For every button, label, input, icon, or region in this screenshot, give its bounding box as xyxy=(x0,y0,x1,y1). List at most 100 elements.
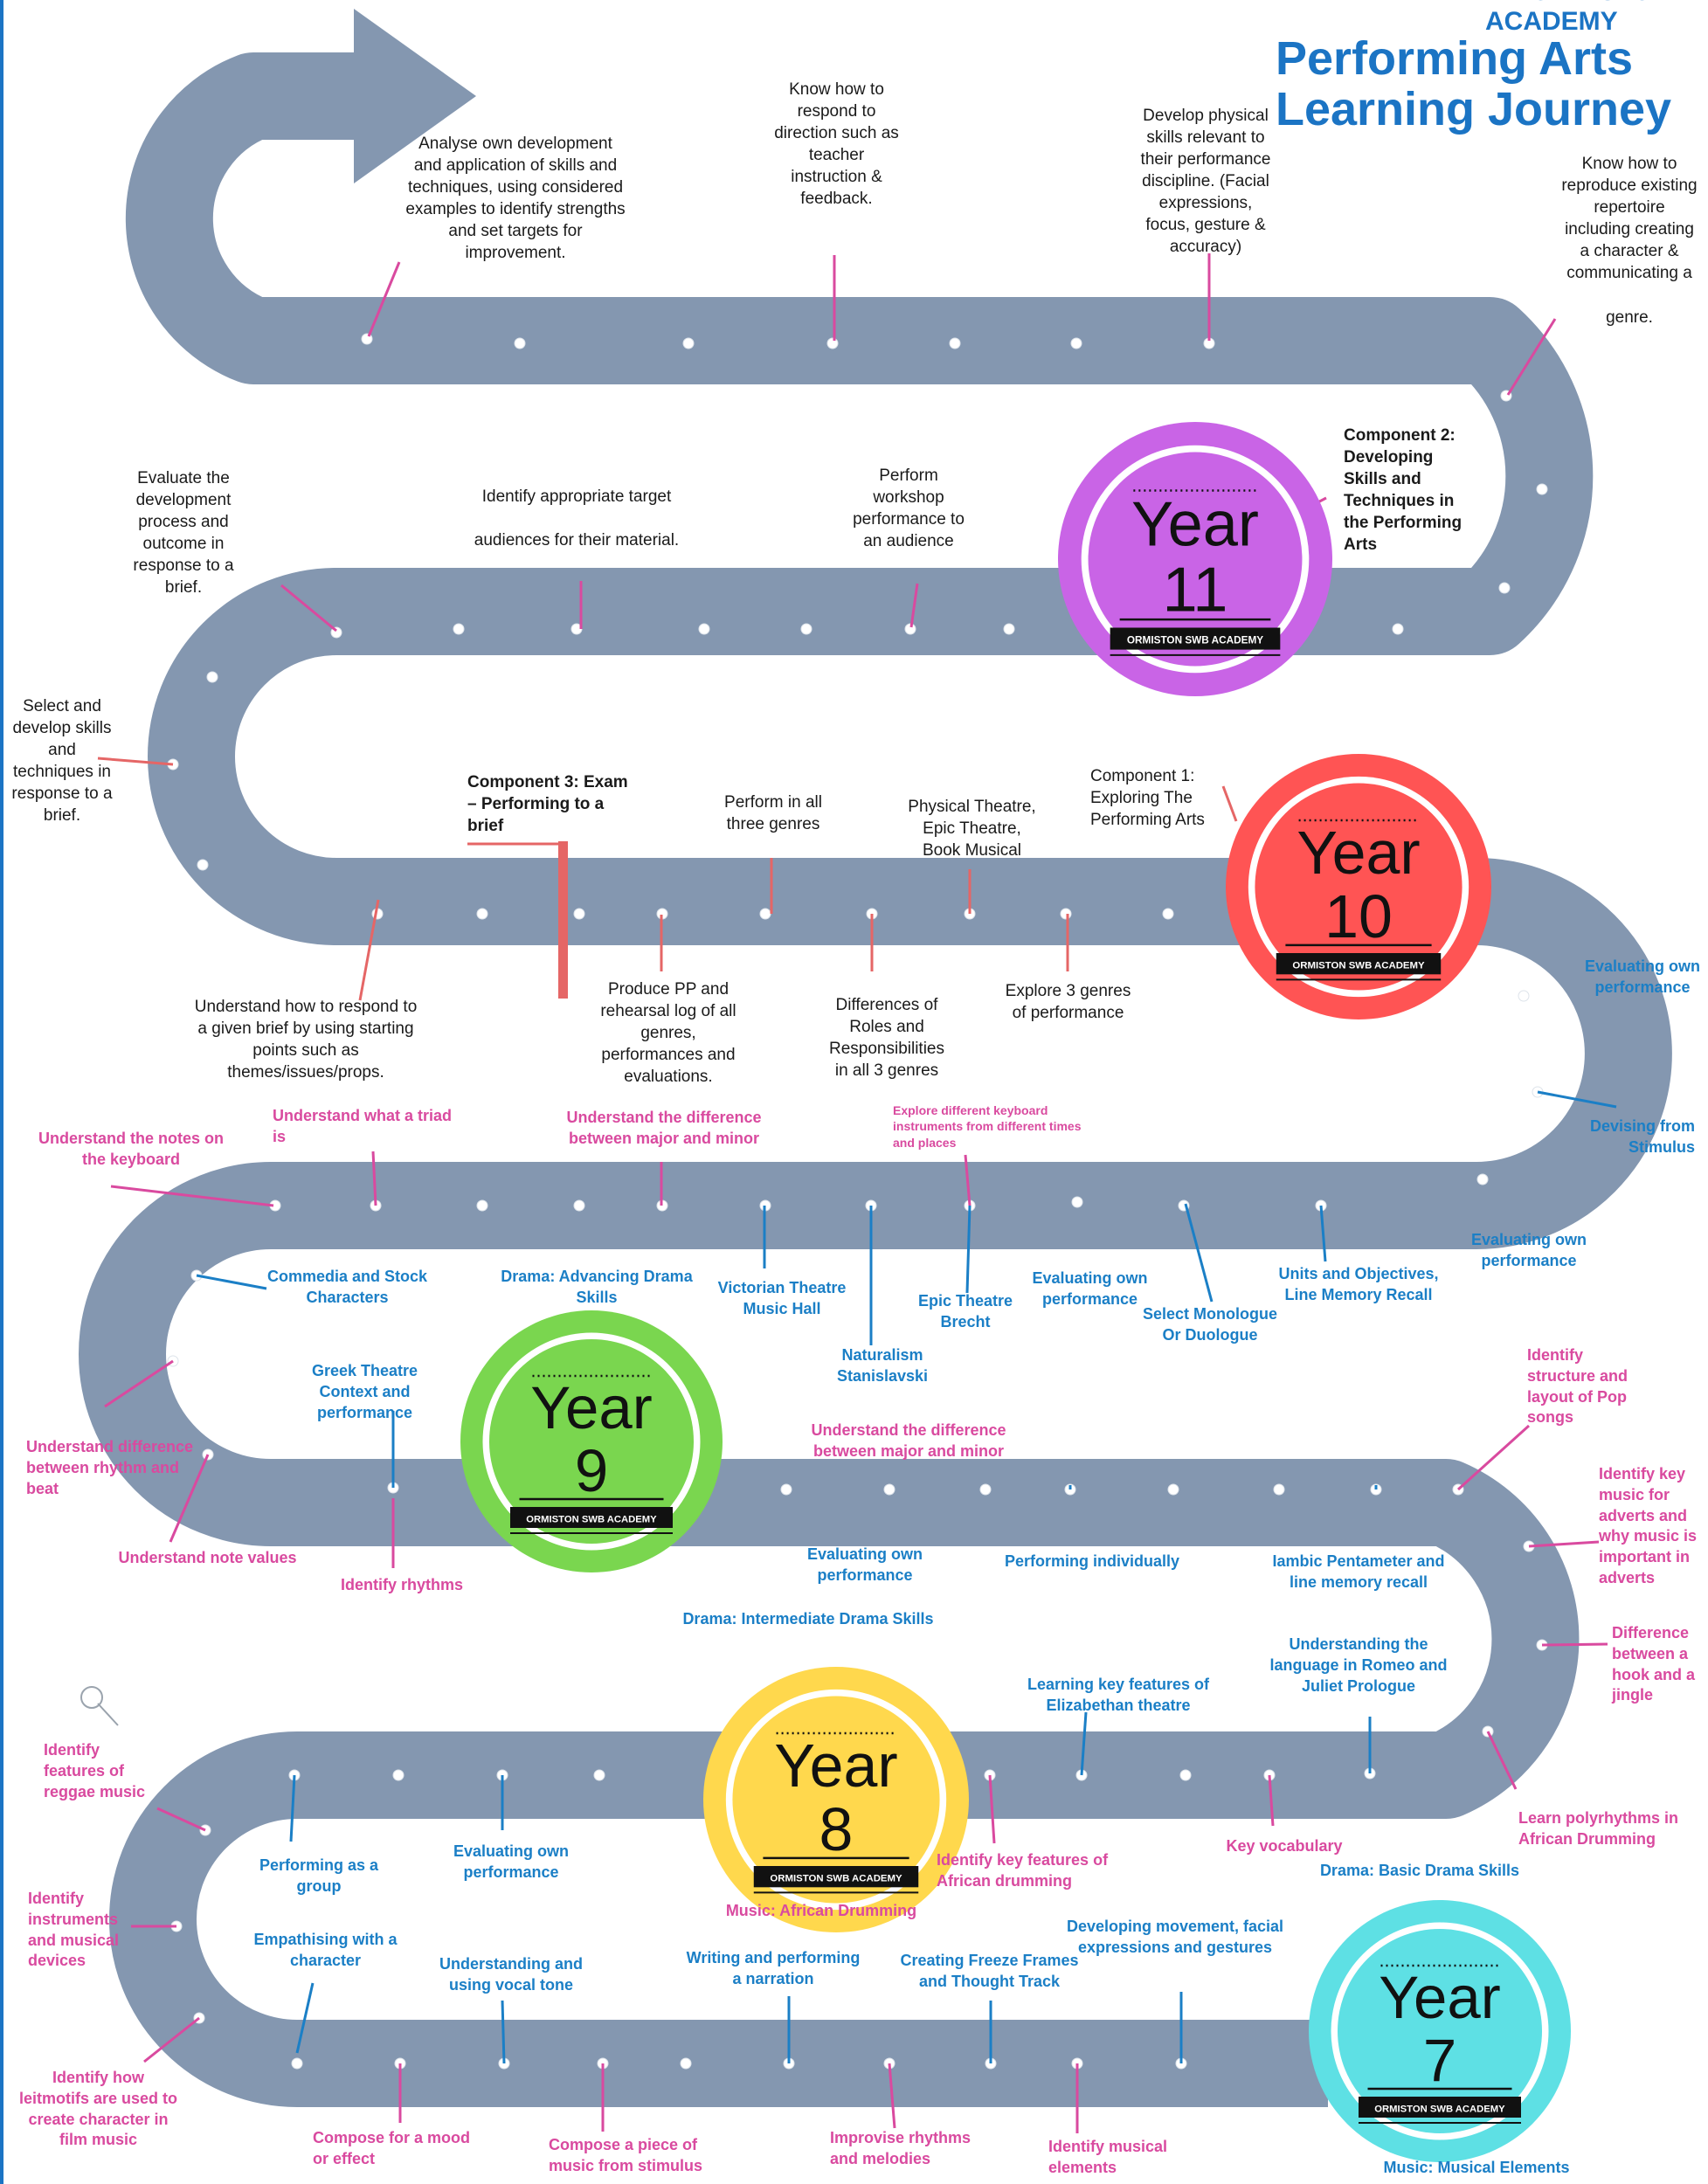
connector-line xyxy=(1221,785,1238,822)
year-badge-banner-text: ORMISTON SWB ACADEMY xyxy=(1127,635,1263,646)
year-badge-word: Year xyxy=(1131,489,1259,559)
label-y8-group: Performing as a group xyxy=(259,1856,379,1895)
year-badge-banner xyxy=(1110,627,1281,650)
label-y9-victorian: Victorian Theatre Music Hall xyxy=(717,1279,847,1317)
connector-line xyxy=(1486,1731,1518,1790)
road-arrow-head xyxy=(354,9,476,183)
connector-line xyxy=(289,1774,296,1842)
label-y7-stimulus: Compose a piece of music from stimulus xyxy=(549,2136,703,2174)
connector-line xyxy=(909,583,919,628)
label-y10-eval-own: Evaluating own performance xyxy=(1584,957,1700,996)
label-y8-african-music: Music: African Drumming xyxy=(725,1902,917,1919)
connector-line xyxy=(196,1274,267,1290)
road xyxy=(79,52,1672,2107)
road-dot xyxy=(1476,1173,1489,1185)
org-name-cutoff: AN ORMISTON ACADEMY xyxy=(1485,0,1671,36)
label-y8-adverts: Identify key music for adverts and why m… xyxy=(1599,1465,1698,1586)
label-y9-naturalism: Naturalism Stanislavski xyxy=(836,1346,929,1385)
road-dot xyxy=(1162,908,1174,920)
road-dot xyxy=(979,1483,992,1496)
label-y10-component3: Component 3: Exam – Performing to a brie… xyxy=(467,773,628,836)
road-dot xyxy=(573,908,585,920)
road-dot xyxy=(1070,337,1082,349)
road-dot xyxy=(1518,990,1530,1002)
connector-line xyxy=(1184,1203,1214,1303)
year-badge-banner-text: ORMISTON SWB ACADEMY xyxy=(1292,960,1425,971)
label-y9-eval-own-right: Evaluating own performance xyxy=(1470,1231,1587,1269)
connector-line xyxy=(1528,1540,1600,1548)
connector-line xyxy=(1456,1424,1531,1491)
connector-line xyxy=(965,1205,972,1294)
label-y10-component1: Component 1: Exploring The Performing Ar… xyxy=(1090,767,1205,830)
connector-line xyxy=(104,1359,174,1408)
label-y9-rhythm-beat: Understand difference between rhythm and… xyxy=(26,1438,194,1497)
label-y9-triad: Understand what a triad is xyxy=(273,1107,453,1145)
connector-line xyxy=(1537,1090,1617,1109)
connector-line xyxy=(143,2016,200,2063)
label-y7-elements: Identify musical elements xyxy=(1048,2138,1168,2176)
year-badge-banner xyxy=(1276,953,1442,975)
label-y10-roles: Differences of Roles and Responsibilitie… xyxy=(828,996,944,1081)
label-y8-hook-jingle: Difference between a hook and a jingle xyxy=(1612,1624,1696,1704)
label-y8-elizabethan: Learning key features of Elizabethan the… xyxy=(1027,1676,1210,1714)
label-y7-leitmotifs: Identify how leitmotifs are used to crea… xyxy=(18,2069,178,2149)
connector-line xyxy=(1319,1205,1327,1262)
road-dot xyxy=(206,671,218,683)
road-dot xyxy=(1179,1769,1192,1781)
year-badge-word: Year xyxy=(1379,1964,1500,2031)
label-y8-eval-own: Evaluating own performance xyxy=(806,1545,923,1584)
road-dot xyxy=(197,859,209,871)
label-y10-physical-theatre: Physical Theatre, Epic Theatre, Book Mus… xyxy=(908,798,1036,860)
connector-line xyxy=(1541,1642,1608,1647)
label-y7-instruments: Identify instruments and musical devices xyxy=(28,1890,120,1970)
road-dot xyxy=(780,1483,792,1496)
connector-line xyxy=(1080,1711,1088,1776)
label-y7-vocal: Understanding and using vocal tone xyxy=(439,1955,583,1994)
label-y8-key-vocab: Key vocabulary xyxy=(1226,1837,1343,1855)
label-y9-greek: Greek Theatre Context and performance xyxy=(311,1362,418,1421)
road-dot xyxy=(361,333,373,345)
connector-line xyxy=(280,584,337,632)
year-badge-inner xyxy=(1338,1929,1542,2133)
road-dot xyxy=(1392,623,1404,635)
label-y7-mood: Compose for a mood or effect xyxy=(313,2129,471,2167)
road-dot xyxy=(476,1199,488,1212)
connector-line xyxy=(97,757,174,766)
label-y9-advancing: Drama: Advancing Drama Skills xyxy=(501,1268,693,1306)
label-y7-basic: Drama: Basic Drama Skills xyxy=(1319,1862,1520,1879)
year-badge-banner xyxy=(753,1866,919,1888)
exam-marker-bar xyxy=(558,841,568,999)
road-dot xyxy=(453,623,465,635)
year-badge-banner-text: ORMISTON SWB ACADEMY xyxy=(770,1873,902,1883)
label-y8-iambic: Iambic Pentameter and line memory recall xyxy=(1272,1552,1445,1591)
label-y9-commedia: Commedia and Stock Characters xyxy=(266,1268,428,1306)
connector-line xyxy=(888,2063,896,2129)
road-dot xyxy=(1003,623,1015,635)
road-dot xyxy=(698,623,710,635)
label-y8-major-minor: Understand the difference between major … xyxy=(811,1421,1006,1460)
label-y8-african-features: Identify key features of African drummin… xyxy=(937,1851,1109,1890)
doodle-icon xyxy=(80,1686,119,1726)
label-y11-target: Identify appropriate target audiences fo… xyxy=(474,487,680,550)
road-dot xyxy=(1498,582,1511,594)
road-dot xyxy=(949,337,961,349)
label-y7-music-elements: Music: Musical Elements xyxy=(1383,2159,1570,2176)
connector-line xyxy=(1506,318,1557,396)
label-y11-direction: Know how to respond to direction such as… xyxy=(774,80,899,209)
road-dot xyxy=(682,337,695,349)
label-y11-workshop: Perform workshop performance to an audie… xyxy=(853,467,965,551)
left-border xyxy=(0,0,3,2184)
label-y7-movement: Developing movement, facial expressions … xyxy=(1066,1918,1284,1956)
label-y7-empathising: Empathising with a character xyxy=(253,1931,398,1969)
label-y9-identify-rhythms: Identify rhythms xyxy=(340,1576,464,1593)
label-y9-major-minor-top: Understand the difference between major … xyxy=(566,1109,762,1147)
label-y10-devising: Devising from Stimulus xyxy=(1589,1117,1695,1156)
label-y8-eval-own-low: Evaluating own performance xyxy=(453,1842,569,1881)
road-dot xyxy=(476,908,488,920)
label-y11-component2: Component 2: Developing Skills and Techn… xyxy=(1344,426,1463,555)
year-badge-inner xyxy=(732,1696,940,1904)
